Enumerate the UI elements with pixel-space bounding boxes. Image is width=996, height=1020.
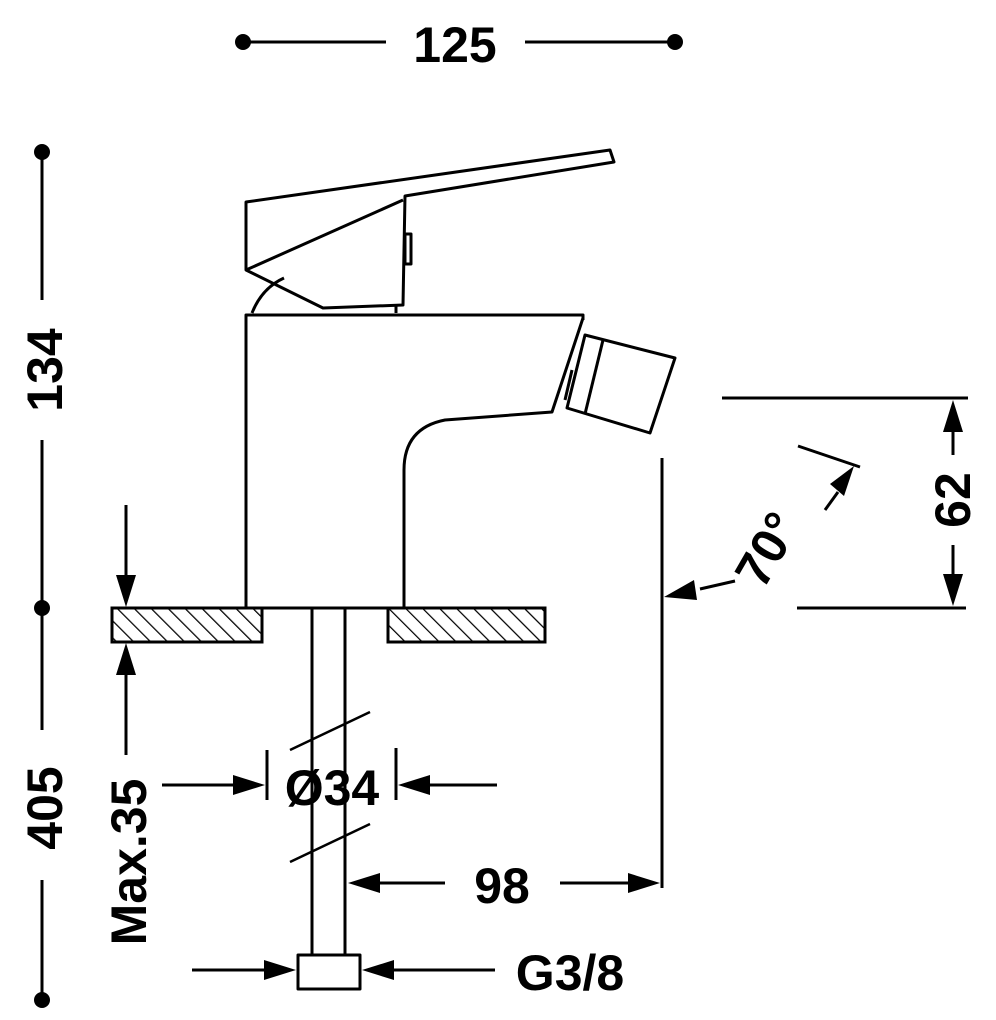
handle-button [403,232,413,266]
extension-line [797,444,861,469]
arrow-head [362,960,394,980]
arrow-head [628,873,660,893]
nozzle-ring [583,339,605,415]
thickness-label: Max.35 [101,779,157,946]
height-dimension [34,144,50,1008]
arrow-head [830,466,854,496]
break-mark [289,822,371,864]
reach-dimension [348,458,664,893]
lower-length-label: 405 [17,766,73,849]
width-dimension [235,34,683,50]
angle-label: 70° [724,503,810,596]
arrow-head [943,400,963,432]
handle-neck [250,276,398,314]
countertop-left [110,606,264,644]
arrow-head [116,643,136,675]
diameter-dimension [162,748,497,800]
faucet [244,148,677,991]
arrow-head [348,873,380,893]
nozzle-connector [563,369,574,401]
spout-nozzle [565,333,677,435]
arrow-head [943,574,963,606]
countertop-right [386,606,547,644]
reach-label: 98 [474,858,530,914]
diameter-label: Ø34 [285,760,380,816]
arrow-head [116,575,136,607]
thread-label: G3/8 [516,945,624,1001]
width-label: 125 [413,17,496,73]
dimension-line [823,491,840,511]
thickness-dimension [116,505,136,755]
arrow-head [398,775,430,795]
angle-dimension [664,444,861,600]
countertop [110,606,547,644]
dimension-dot [34,992,50,1008]
handle-edge [245,198,404,272]
thread-dimension [192,960,495,980]
upper-height-label: 134 [17,328,73,412]
arrow-head [264,960,296,980]
faucet-body [244,313,585,610]
spout-height-dimension [722,396,968,610]
dimension-line [699,579,736,591]
connector-nut [296,953,362,991]
arrow-head [233,775,265,795]
arrow-head [664,580,697,600]
dimension-dot [667,34,683,50]
spout-height-label: 62 [925,472,981,528]
break-mark [289,710,371,752]
lever-handle [244,148,616,310]
